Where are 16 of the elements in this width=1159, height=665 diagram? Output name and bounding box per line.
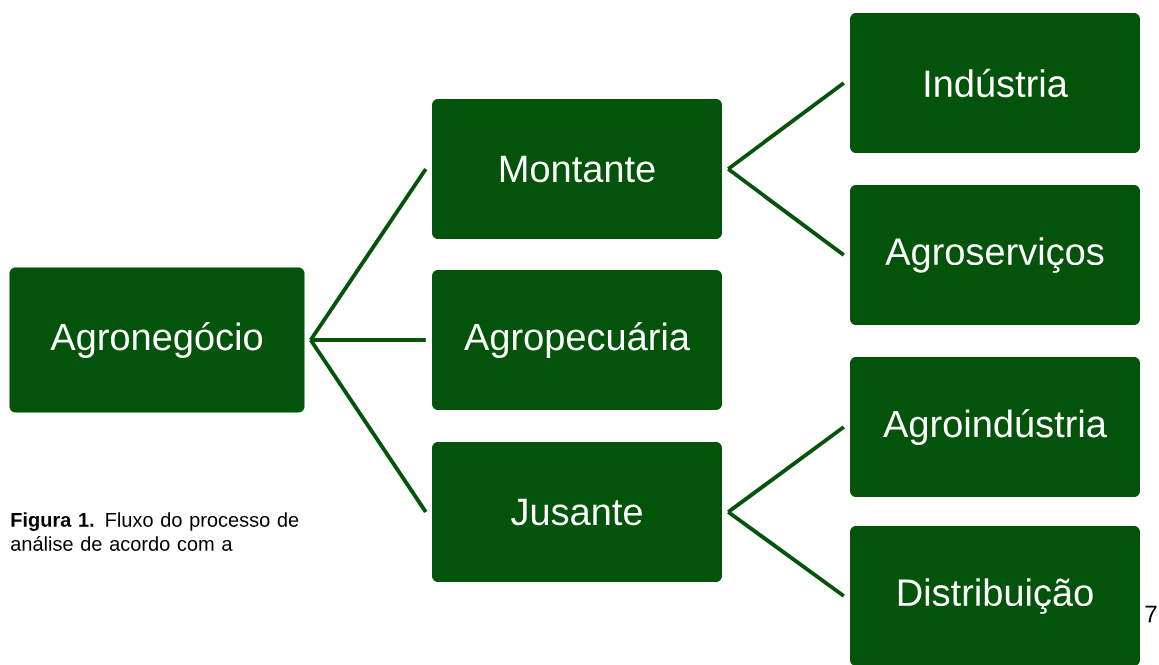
process-box: Agropecuária: [432, 270, 722, 410]
connector-line: [727, 510, 845, 598]
process-box: Agroindústria: [850, 357, 1140, 497]
connector-line: [727, 167, 845, 257]
figure-caption: Figura 1. Fluxo do processo de análise de acordo com a: [11, 512, 299, 551]
process-box: Indústria: [850, 13, 1140, 153]
process-box: Montante: [432, 99, 722, 239]
connector-line: [309, 167, 428, 342]
connector-line: [727, 425, 845, 514]
connector-line: [309, 338, 428, 514]
process-box: Agronegócio: [9, 267, 305, 413]
connector-line: [310, 338, 426, 342]
process-box: Jusante: [432, 442, 722, 582]
process-box: Agroserviços: [850, 185, 1140, 325]
process-box: Distribuição: [850, 526, 1140, 665]
connector-line: [727, 81, 845, 171]
